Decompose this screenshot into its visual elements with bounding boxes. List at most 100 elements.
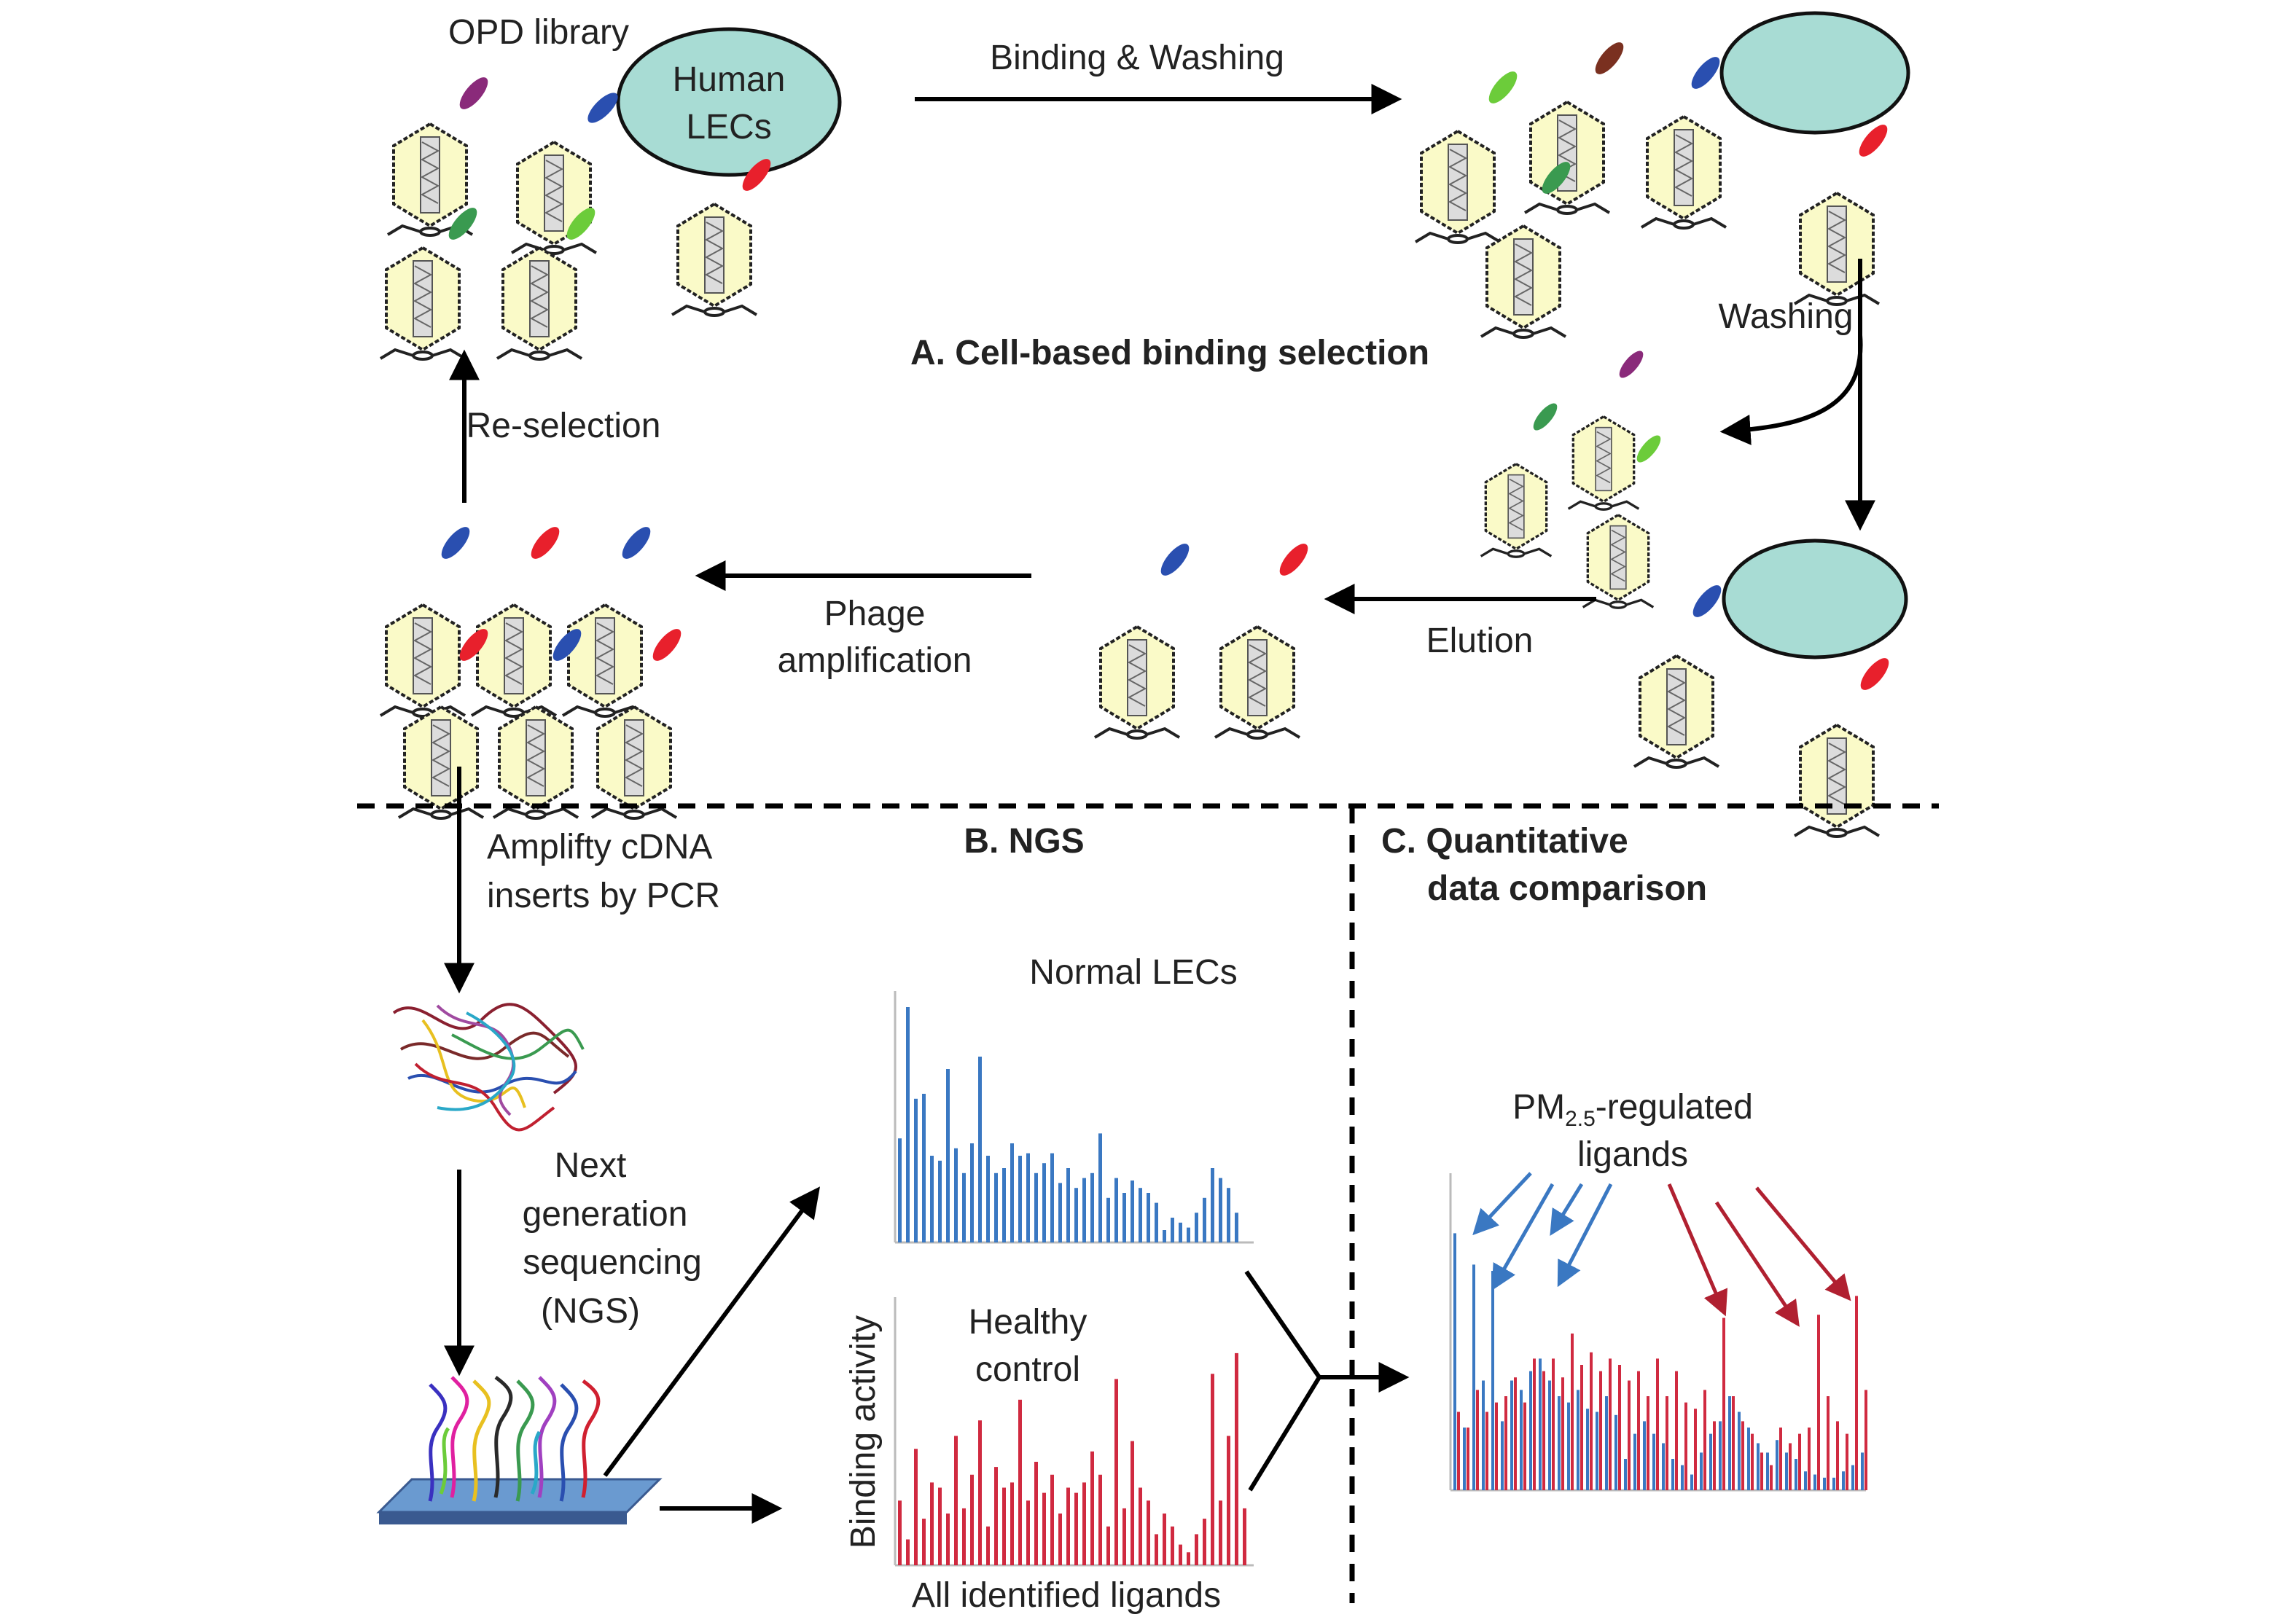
comparison-blue-bar-10 bbox=[1539, 1358, 1542, 1490]
comparison-red-bar-34 bbox=[1770, 1465, 1773, 1490]
normal-lecs-bar-24 bbox=[1082, 1178, 1086, 1242]
normal-lecs-bar-31 bbox=[1139, 1188, 1142, 1242]
comparison-red-bar-26 bbox=[1694, 1409, 1697, 1490]
comparison-red-bar-35 bbox=[1779, 1428, 1782, 1490]
normal-lecs-bar-15 bbox=[1010, 1143, 1014, 1242]
comparison-red-bar-19 bbox=[1628, 1380, 1631, 1490]
binding-washing-label: Binding & Washing bbox=[990, 39, 1284, 77]
healthy-control-bar-1 bbox=[898, 1500, 902, 1565]
normal-lecs-bar-26 bbox=[1098, 1133, 1102, 1242]
healthy-control-bar-5 bbox=[930, 1482, 934, 1565]
normal-lecs-bar-14 bbox=[1002, 1168, 1006, 1242]
comparison-red-bar-17 bbox=[1609, 1358, 1612, 1490]
amplification-label: amplification bbox=[778, 641, 972, 680]
comparison-blue-bar-11 bbox=[1548, 1380, 1551, 1490]
comparison-blue-bar-27 bbox=[1700, 1452, 1703, 1490]
normal-lecs-bar-8 bbox=[954, 1148, 958, 1242]
section-c-title-line1: C. Quantitative bbox=[1381, 822, 1628, 861]
normal-lecs-bar-40 bbox=[1211, 1168, 1214, 1242]
phage-8 bbox=[1640, 57, 1727, 230]
normal-lecs-bar-4 bbox=[922, 1094, 926, 1242]
healthy-control-bar-34 bbox=[1163, 1514, 1166, 1565]
healthy-control-bar-18 bbox=[1034, 1462, 1038, 1565]
comparison-blue-bar-44 bbox=[1861, 1452, 1864, 1490]
healthy-control-bar-38 bbox=[1195, 1534, 1198, 1565]
normal-lecs-label: Normal LECs bbox=[1029, 953, 1237, 992]
healthy-control-bar-4 bbox=[922, 1519, 926, 1565]
comparison-bars bbox=[1453, 1233, 1867, 1490]
comparison-red-bar-3 bbox=[1476, 1390, 1479, 1490]
human-label: Human bbox=[673, 60, 786, 99]
normal-lecs-bar-2 bbox=[906, 1007, 910, 1242]
comparison-blue-bar-40 bbox=[1823, 1477, 1826, 1490]
healthy-control-bar-2 bbox=[906, 1539, 910, 1565]
healthy-control-bar-43 bbox=[1235, 1352, 1238, 1565]
comparison-red-bar-18 bbox=[1618, 1365, 1621, 1490]
normal-lecs-bar-12 bbox=[986, 1156, 990, 1242]
normal-lecs-bar-6 bbox=[938, 1160, 942, 1242]
comparison-red-bar-9 bbox=[1533, 1358, 1536, 1490]
comparison-blue-bar-29 bbox=[1719, 1421, 1722, 1490]
section-c-title-line2: data comparison bbox=[1427, 869, 1707, 908]
normal-lecs-bar-1 bbox=[898, 1138, 902, 1242]
comparison-blue-bar-24 bbox=[1671, 1459, 1674, 1490]
phage-2 bbox=[510, 93, 618, 255]
phage-18 bbox=[379, 527, 470, 718]
comparison-red-bar-36 bbox=[1789, 1443, 1792, 1490]
normal-lecs-bars bbox=[898, 1007, 1238, 1242]
comparison-blue-bar-7 bbox=[1510, 1380, 1513, 1490]
normal-lecs-bar-30 bbox=[1131, 1181, 1134, 1242]
comparison-red-bar-14 bbox=[1580, 1365, 1583, 1490]
comparison-blue-bar-14 bbox=[1577, 1390, 1580, 1490]
healthy-control-bar-32 bbox=[1147, 1500, 1150, 1565]
healthy-control-bar-27 bbox=[1106, 1526, 1110, 1565]
healthy-control-bar-17 bbox=[1026, 1500, 1030, 1565]
healthy-control-bars bbox=[898, 1352, 1246, 1565]
comparison-red-bar-44 bbox=[1864, 1390, 1867, 1490]
elution-label: Elution bbox=[1426, 622, 1534, 660]
comparison-blue-bar-22 bbox=[1652, 1433, 1655, 1490]
normal-lecs-bar-37 bbox=[1187, 1227, 1190, 1242]
healthy-control-bar-13 bbox=[994, 1467, 998, 1565]
comparison-red-bar-16 bbox=[1599, 1371, 1602, 1490]
healthy-control-bar-11 bbox=[978, 1420, 982, 1565]
healthy-control-bar-8 bbox=[954, 1436, 958, 1565]
comparison-blue-bar-18 bbox=[1614, 1414, 1617, 1490]
comparison-red-bar-8 bbox=[1523, 1402, 1526, 1490]
comparison-blue-bar-9 bbox=[1529, 1371, 1532, 1490]
normal-lecs-bar-33 bbox=[1155, 1202, 1158, 1242]
comparison-red-bar-38 bbox=[1808, 1428, 1811, 1490]
phage-20 bbox=[561, 527, 651, 718]
healthy-control-bar-35 bbox=[1171, 1526, 1174, 1565]
washed-phages bbox=[1479, 351, 1661, 609]
phage-11 bbox=[1567, 351, 1644, 511]
healthy-control-bar-33 bbox=[1155, 1534, 1158, 1565]
phage-4 bbox=[496, 208, 596, 361]
phage-13 bbox=[1582, 435, 1661, 609]
normal-lecs-bar-32 bbox=[1147, 1193, 1150, 1242]
comparison-red-bar-28 bbox=[1713, 1421, 1716, 1490]
comparison-red-bar-4 bbox=[1485, 1412, 1488, 1490]
amplify-label-line1: Amplifty cDNA bbox=[487, 828, 712, 866]
phage-17 bbox=[1214, 544, 1308, 740]
healthy-control-bar-15 bbox=[1010, 1482, 1014, 1565]
phage-3 bbox=[379, 208, 477, 361]
section-a-group: OPD library Human LECs Binding & Washing… bbox=[379, 11, 1910, 838]
cdna-tangle bbox=[392, 1003, 585, 1132]
normal-lecs-bar-13 bbox=[994, 1172, 998, 1242]
ligands-label: ligands bbox=[1577, 1135, 1688, 1174]
normal-lecs-bar-16 bbox=[1018, 1156, 1022, 1242]
phage-19 bbox=[470, 527, 560, 718]
comparison-blue-bar-26 bbox=[1690, 1474, 1693, 1490]
phage-12 bbox=[1479, 403, 1558, 558]
comparison-blue-bar-35 bbox=[1776, 1440, 1778, 1490]
comparison-red-bar-33 bbox=[1760, 1452, 1763, 1490]
healthy-control-bar-25 bbox=[1090, 1451, 1094, 1565]
sequencing-chip bbox=[376, 1376, 663, 1524]
phage-15 bbox=[1793, 658, 1889, 838]
normal-lecs-bar-23 bbox=[1074, 1188, 1078, 1242]
comparison-blue-bar-37 bbox=[1795, 1459, 1797, 1490]
comparison-red-bar-20 bbox=[1637, 1371, 1640, 1490]
comparison-blue-bar-38 bbox=[1804, 1471, 1807, 1490]
comparison-blue-bar-5 bbox=[1491, 1271, 1494, 1490]
